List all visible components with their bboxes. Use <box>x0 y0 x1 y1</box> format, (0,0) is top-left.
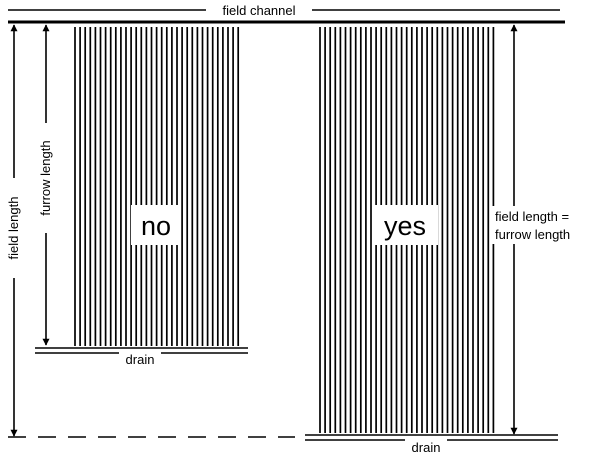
yes-label-bg <box>372 205 438 245</box>
furrows-right <box>319 27 495 433</box>
no-label-bg <box>131 205 181 245</box>
field-length-label: field length <box>6 197 21 260</box>
yes-label: yes <box>384 211 426 241</box>
field-length-label-bg <box>5 178 23 278</box>
field-channel-label: field channel <box>223 3 296 18</box>
drain-right-label-bg <box>405 439 447 454</box>
field-equals-furrow-label-line1: field length = <box>495 209 569 224</box>
drain-left-label-bg <box>119 352 161 367</box>
field-equals-furrow-label-line2: furrow length <box>495 227 570 242</box>
field-equals-furrow-label-bg <box>492 206 599 244</box>
furrow-length-label-bg <box>37 123 55 233</box>
furrows-left <box>74 27 240 346</box>
no-label: no <box>141 211 171 241</box>
drain-right-label: drain <box>412 440 441 455</box>
drain-left-label: drain <box>126 352 155 367</box>
furrow-length-label: furrow length <box>38 140 53 215</box>
